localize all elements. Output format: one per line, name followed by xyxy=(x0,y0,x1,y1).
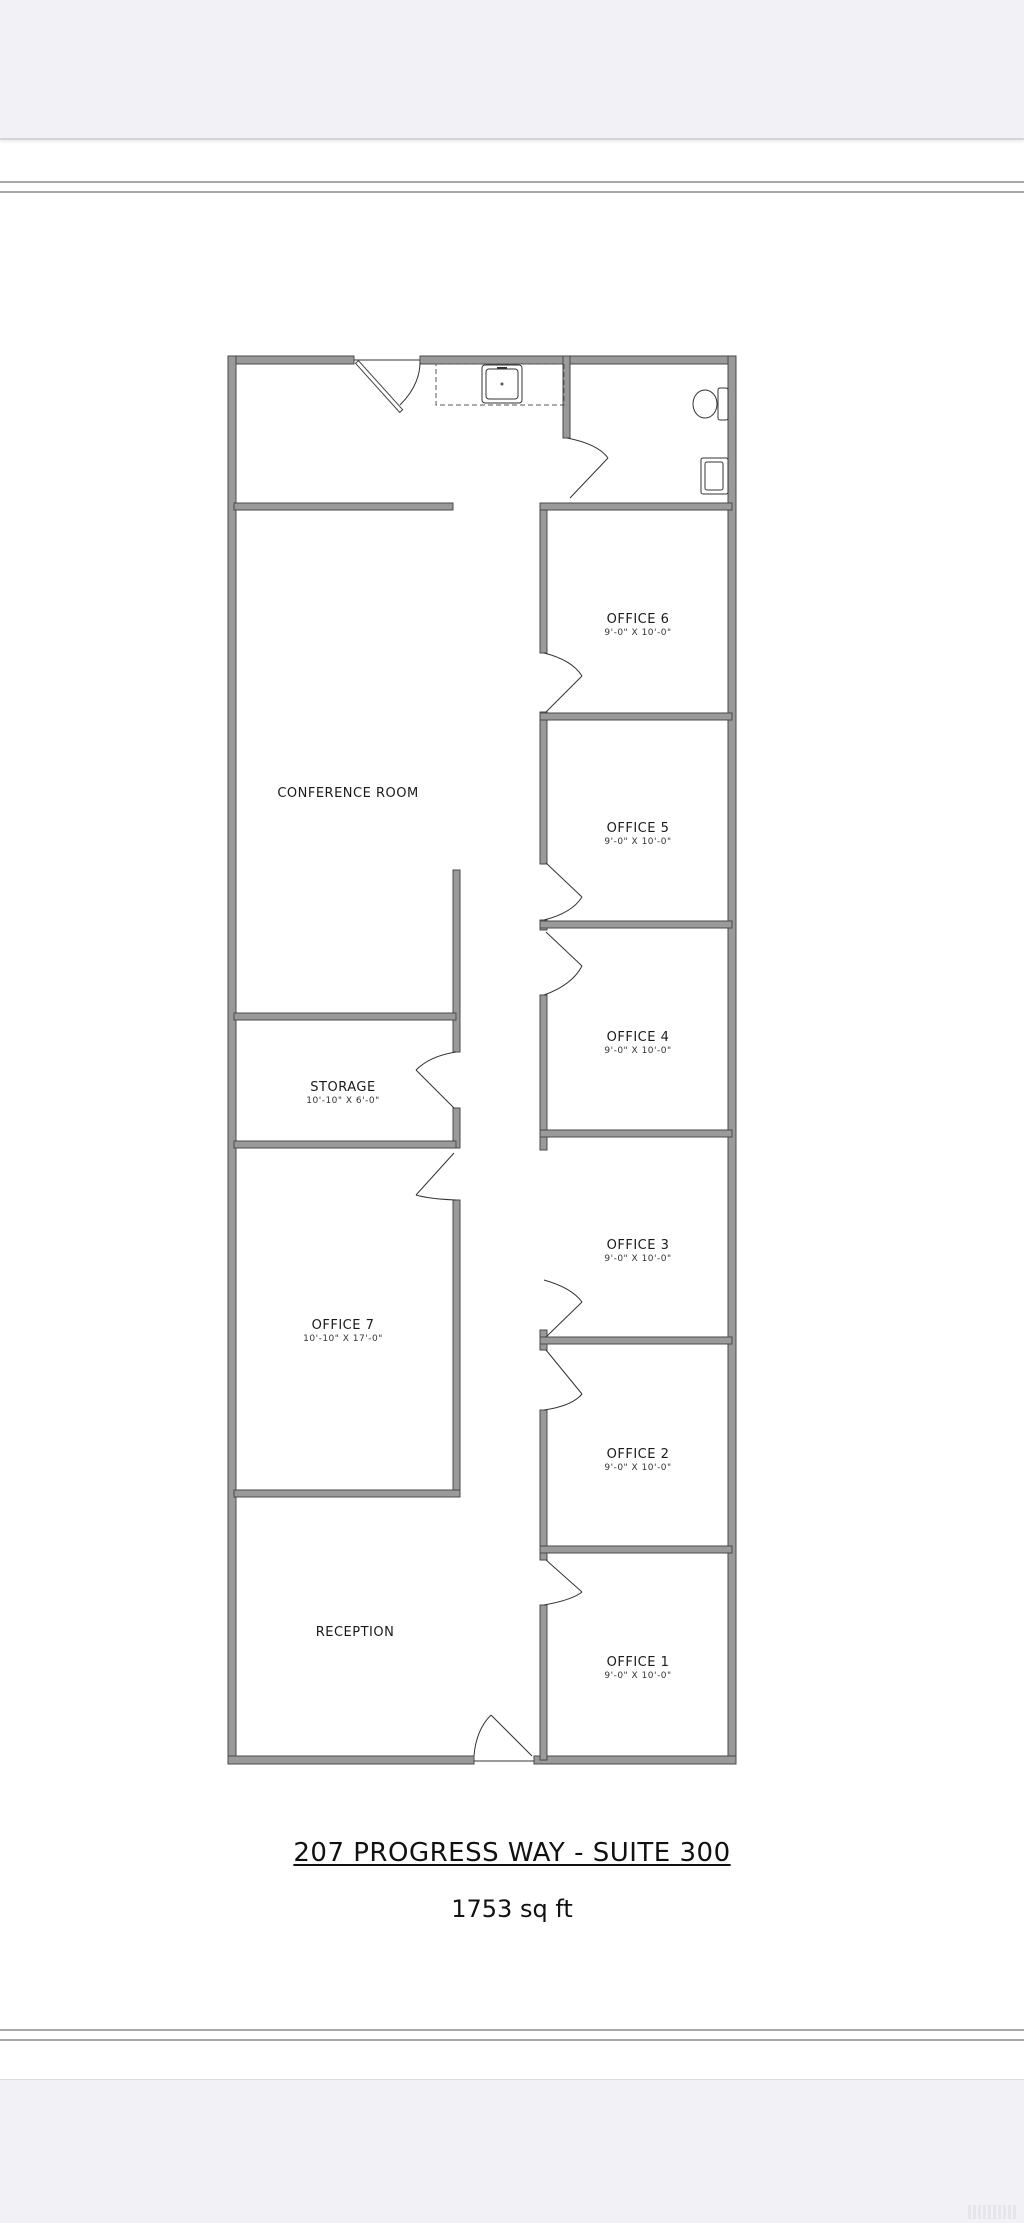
room-storage: STORAGE 10'-10" X 6'-0" xyxy=(306,1080,379,1106)
room-office-7: OFFICE 7 10'-10" X 17'-0" xyxy=(303,1318,383,1344)
room-name: OFFICE 4 xyxy=(606,1030,670,1045)
room-reception: RECEPTION xyxy=(316,1625,395,1640)
bottom-divider-2 xyxy=(0,2039,1024,2041)
top-divider-1 xyxy=(0,181,1024,183)
room-name: RECEPTION xyxy=(315,1625,395,1640)
room-name: OFFICE 5 xyxy=(606,821,670,836)
room-office-1: OFFICE 1 9'-0" X 10'-0" xyxy=(604,1655,671,1681)
room-office-6: OFFICE 6 9'-0" X 10'-0" xyxy=(604,612,671,638)
room-dimensions: 9'-0" X 10'-0" xyxy=(604,837,672,847)
plan-area: 1753 sq ft xyxy=(451,1895,573,1923)
room-office-3: OFFICE 3 9'-0" X 10'-0" xyxy=(604,1238,671,1264)
room-office-4: OFFICE 4 9'-0" X 10'-0" xyxy=(604,1030,671,1056)
room-conference: CONFERENCE ROOM xyxy=(277,786,418,801)
room-name: OFFICE 2 xyxy=(606,1447,670,1462)
room-dimensions: 9'-0" X 10'-0" xyxy=(604,1463,672,1473)
sink-icon xyxy=(435,363,565,406)
room-name: OFFICE 1 xyxy=(606,1655,670,1670)
room-office-5: OFFICE 5 9'-0" X 10'-0" xyxy=(604,821,671,847)
room-name: OFFICE 7 xyxy=(311,1318,375,1333)
room-dimensions: 9'-0" X 10'-0" xyxy=(604,1046,672,1056)
top-toolbar-band xyxy=(0,0,1024,140)
restroom-sink-icon xyxy=(700,457,729,495)
room-dimensions: 10'-10" X 17'-0" xyxy=(303,1334,383,1344)
room-name: STORAGE xyxy=(310,1080,376,1095)
doors xyxy=(354,359,609,1762)
room-dimensions: 9'-0" X 10'-0" xyxy=(604,1671,672,1681)
toilet-icon xyxy=(692,387,729,421)
interior-walls xyxy=(233,355,733,1761)
bottom-divider-1 xyxy=(0,2029,1024,2031)
room-name: CONFERENCE ROOM xyxy=(277,786,419,801)
bottom-band xyxy=(0,2079,1024,2223)
room-dimensions: 10'-10" X 6'-0" xyxy=(306,1096,380,1106)
top-divider-2 xyxy=(0,191,1024,193)
watermark-logo xyxy=(968,2205,1018,2219)
outer-walls xyxy=(227,355,737,1765)
room-name: OFFICE 3 xyxy=(606,1238,670,1253)
room-name: OFFICE 6 xyxy=(606,612,670,627)
room-dimensions: 9'-0" X 10'-0" xyxy=(604,628,672,638)
plan-title: 207 PROGRESS WAY - SUITE 300 xyxy=(293,1838,731,1868)
room-dimensions: 9'-0" X 10'-0" xyxy=(604,1254,672,1264)
room-office-2: OFFICE 2 9'-0" X 10'-0" xyxy=(604,1447,671,1473)
